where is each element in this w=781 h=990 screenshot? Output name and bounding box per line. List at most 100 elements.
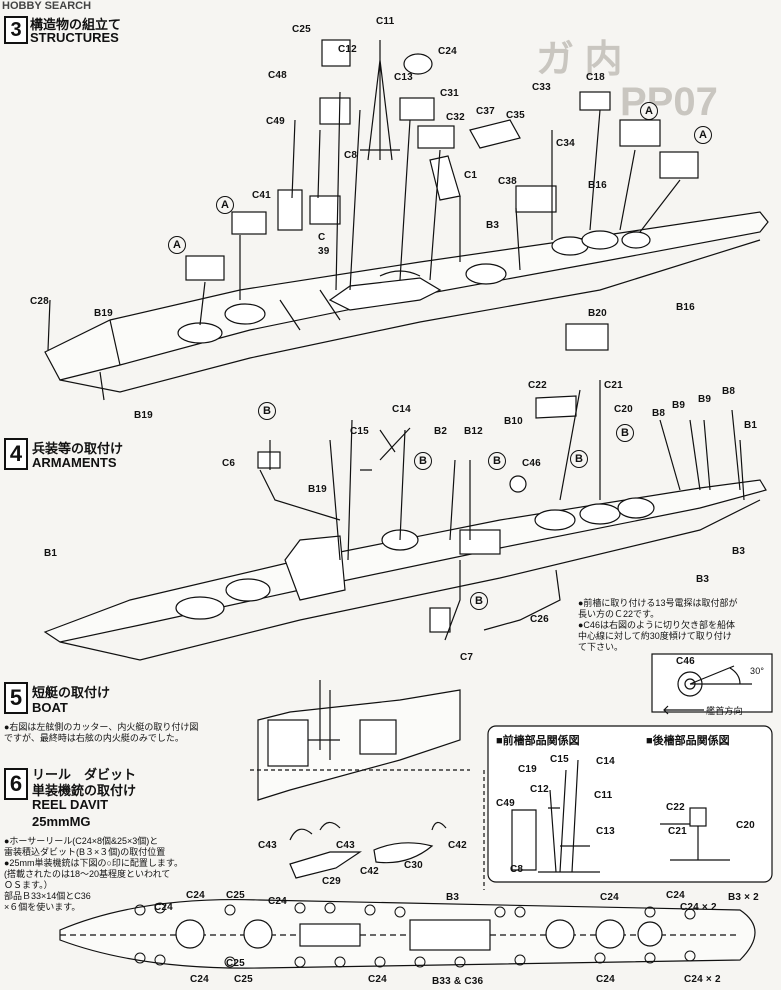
part-label: C42 bbox=[448, 840, 467, 851]
note-line: て下さい。 bbox=[578, 642, 624, 652]
marker-b: B bbox=[616, 424, 634, 442]
part-label: C24 bbox=[438, 46, 457, 57]
marker-a: A bbox=[694, 126, 712, 144]
part-label: C29 bbox=[322, 876, 341, 887]
marker-b: B bbox=[570, 450, 588, 468]
part-label: C31 bbox=[440, 88, 459, 99]
part-label: C24 bbox=[368, 974, 387, 985]
part-label: C12 bbox=[338, 44, 357, 55]
part-label: C24 bbox=[666, 890, 685, 901]
part-label: C33 bbox=[532, 82, 551, 93]
part-label: C34 bbox=[556, 138, 575, 149]
part-label: B33 & C36 bbox=[432, 976, 484, 987]
part-label: B12 bbox=[464, 426, 483, 437]
part-label: C35 bbox=[506, 110, 525, 121]
marker-b: B bbox=[258, 402, 276, 420]
part-label: B3 bbox=[696, 574, 710, 585]
part-label: 39 bbox=[318, 246, 330, 257]
step-6-title-jp-2: 単装機銃の取付け bbox=[32, 783, 137, 798]
part-label: C13 bbox=[394, 72, 413, 83]
part-label: C28 bbox=[30, 296, 49, 307]
relation-label: C49 bbox=[496, 798, 515, 809]
relation-label: C21 bbox=[668, 826, 687, 837]
part-label: C46 bbox=[522, 458, 541, 469]
step-6-title-jp-1: リール ダビット bbox=[32, 767, 137, 782]
part-label: B1 bbox=[44, 548, 58, 559]
note-line: (搭載されたのは18〜20基程度といわれて bbox=[4, 869, 171, 879]
part-label: B3 × 2 bbox=[728, 892, 759, 903]
step-5-title-en: BOAT bbox=[32, 700, 68, 715]
part-label: C14 bbox=[392, 404, 411, 415]
part-label: C11 bbox=[376, 16, 395, 27]
part-label: B8 bbox=[722, 386, 736, 397]
note-line: 中心線に対して約30度傾けて取り付け bbox=[578, 631, 732, 641]
marker-b: B bbox=[488, 452, 506, 470]
relation-label: C20 bbox=[736, 820, 755, 831]
part-label: C32 bbox=[446, 112, 465, 123]
step-4-note: ●前檣に取り付ける13号電探は取付部が 長い方のＣ22です。 ●C46は右図のよ… bbox=[578, 598, 778, 653]
part-label: C20 bbox=[614, 404, 633, 415]
part-label: B20 bbox=[588, 308, 607, 319]
part-label: B16 bbox=[588, 180, 607, 191]
part-label: B9 bbox=[698, 394, 712, 405]
relation-label: C11 bbox=[594, 790, 613, 801]
relation-label: C15 bbox=[550, 754, 569, 765]
note-line: ●ホーサーリール(C24×8個&25×3個)と bbox=[4, 836, 159, 846]
step-4-title-en: ARMAMENTS bbox=[32, 455, 117, 470]
relation-label: C8 bbox=[510, 864, 524, 875]
part-label: C24 bbox=[190, 974, 209, 985]
part-label: C15 bbox=[350, 426, 369, 437]
part-label: C bbox=[318, 232, 326, 243]
part-label: C43 bbox=[336, 840, 355, 851]
part-label: C6 bbox=[222, 458, 236, 469]
marker-a: A bbox=[168, 236, 186, 254]
bow-direction-label: 艦首方向 bbox=[706, 706, 743, 716]
marker-b: B bbox=[470, 592, 488, 610]
part-label: C25 bbox=[226, 958, 245, 969]
step-4-number: 4 bbox=[4, 438, 28, 470]
step-5-number: 5 bbox=[4, 682, 28, 714]
part-label: C30 bbox=[404, 860, 423, 871]
part-label: C25 bbox=[226, 890, 245, 901]
part-label: C43 bbox=[258, 840, 277, 851]
part-label: C24 bbox=[154, 902, 173, 913]
part-label: C22 bbox=[528, 380, 547, 391]
part-label: C48 bbox=[268, 70, 287, 81]
part-label: C49 bbox=[266, 116, 285, 127]
part-label: C24 bbox=[186, 890, 205, 901]
relation-label: C19 bbox=[518, 764, 537, 775]
part-label: C8 bbox=[344, 150, 358, 161]
marker-a: A bbox=[216, 196, 234, 214]
part-label: C1 bbox=[464, 170, 478, 181]
part-label: B8 bbox=[652, 408, 666, 419]
relation-label: C14 bbox=[596, 756, 615, 767]
c46-label: C46 bbox=[676, 656, 695, 667]
part-label: C24 × 2 bbox=[684, 974, 721, 985]
part-label: C38 bbox=[498, 176, 517, 187]
part-label: C21 bbox=[604, 380, 623, 391]
part-label: C26 bbox=[530, 614, 549, 625]
note-line: ●C46は右図のように切り欠き部を船体 bbox=[578, 620, 735, 630]
step-3-title-en: STRUCTURES bbox=[30, 30, 119, 45]
part-label: C24 bbox=[268, 896, 287, 907]
note-line: ですが、最終時は右舷の内火艇のみでした。 bbox=[4, 733, 184, 743]
part-label: C7 bbox=[460, 652, 474, 663]
part-label: C37 bbox=[476, 106, 495, 117]
part-label: B16 bbox=[676, 302, 695, 313]
part-label: B3 bbox=[446, 892, 460, 903]
part-label: C25 bbox=[292, 24, 311, 35]
part-label: C24 bbox=[596, 974, 615, 985]
part-label: B9 bbox=[672, 400, 686, 411]
note-line: ＯＳます。） bbox=[4, 880, 53, 890]
part-label: C25 bbox=[234, 974, 253, 985]
step-3-number: 3 bbox=[4, 16, 28, 44]
note-line: 部品Ｂ33×14個とC36 bbox=[4, 891, 91, 901]
note-line: 雷装積込ダビット(B３×３個)の取付位置 bbox=[4, 847, 166, 857]
step-6-title-en-1: REEL DAVIT bbox=[32, 797, 109, 812]
c46-angle-label: 30° bbox=[750, 666, 765, 676]
step-6-title-en-2: 25mmMG bbox=[32, 814, 91, 829]
part-label: C18 bbox=[586, 72, 605, 83]
part-label: B19 bbox=[94, 308, 113, 319]
part-label: B19 bbox=[134, 410, 153, 421]
